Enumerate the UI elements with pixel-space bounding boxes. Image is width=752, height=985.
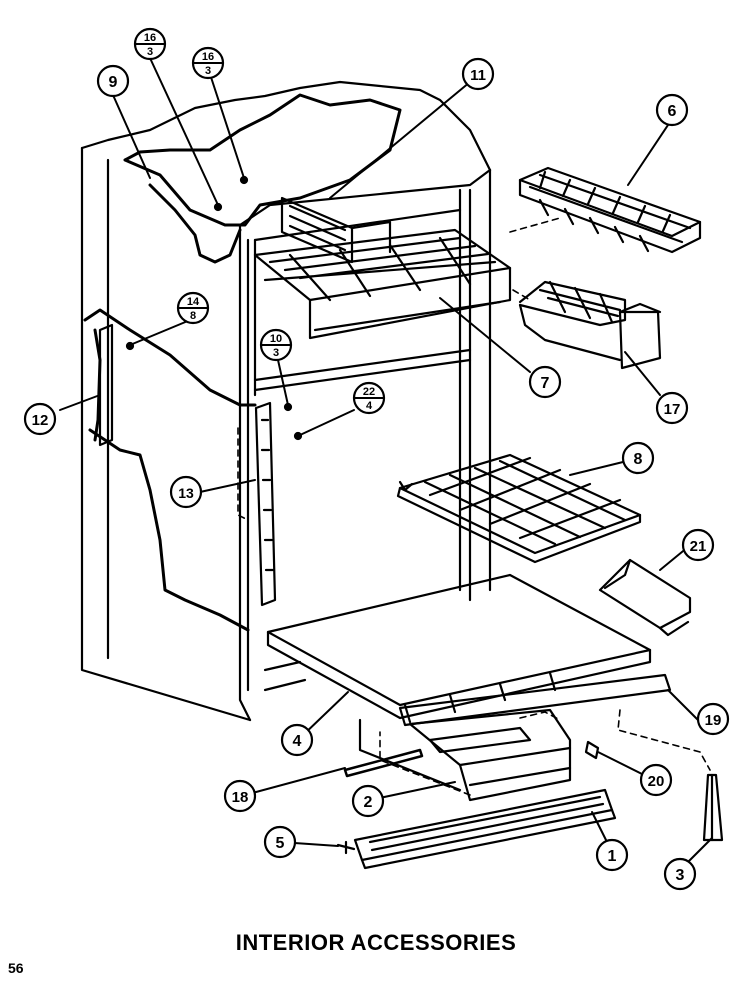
callout-4: 4 [280,723,314,757]
callout-6: 6 [655,93,689,127]
dashed-guides [237,217,711,796]
drawer-slide [343,748,424,778]
callout-20-label: 20 [648,773,665,790]
page-number: 56 [8,960,24,976]
fraction-14-bottom: 8 [190,310,196,322]
fraction-14-top: 14 [187,296,200,308]
callout-8: 8 [621,441,655,475]
ice-bucket [518,280,662,370]
freezer-baffle [280,196,392,264]
fraction-callout-16a: 16 3 [133,27,167,61]
fraction-22-bottom: 4 [366,400,373,412]
fraction-16a-top: 16 [144,32,156,44]
callout-5-label: 5 [276,835,285,852]
callout-1: 1 [595,838,629,872]
callout-20: 20 [639,763,673,797]
callout-11-label: 11 [470,67,486,84]
callout-18: 18 [223,779,257,813]
callout-21-label: 21 [690,538,707,555]
crisper-drawer [358,708,572,802]
callout-5: 5 [263,825,297,859]
callout-9-label: 9 [109,74,118,91]
callout-19: 19 [696,702,730,736]
leader-lines [59,57,713,871]
freezer-shelf [253,228,512,340]
fraction-16a-bottom: 3 [147,46,153,58]
shelf-gutter [598,558,692,637]
bumper [584,740,600,760]
callout-3: 3 [663,857,697,891]
callout-17-label: 17 [664,401,681,418]
callout-6-label: 6 [668,103,677,120]
screw-dots [125,175,303,441]
grille-screw [336,840,356,855]
callout-13-label: 13 [178,485,194,501]
callout-7-label: 7 [541,375,550,392]
callout-19-label: 19 [705,712,722,729]
front-trim [398,673,672,727]
callout-2: 2 [351,784,385,818]
fraction-10-top: 10 [270,333,282,345]
shelf-support-rails [98,323,277,607]
cabinet-outline [80,80,492,722]
fraction-22-top: 22 [363,386,375,398]
crisper-cover [263,573,652,724]
diagram-title: INTERIOR ACCESSORIES [235,930,517,955]
callout-2-label: 2 [364,794,373,811]
callout-4-label: 4 [293,733,302,750]
callout-1-label: 1 [608,848,617,865]
callout-21: 21 [681,528,715,562]
callout-18-label: 18 [232,789,249,806]
callout-3-label: 3 [676,867,685,884]
fresh-food-shelf [396,453,642,564]
callout-7: 7 [528,365,562,399]
callout-12: 12 [23,402,57,436]
fraction-callout-22: 22 4 [352,381,386,415]
callout-12-label: 12 [32,412,49,429]
fraction-callout-16b: 16 3 [191,46,225,80]
ice-tray [518,166,702,254]
callout-9: 9 [96,64,130,98]
leveling-leg [702,773,724,842]
callout-11: 11 [461,57,495,91]
fraction-16b-bottom: 3 [205,65,211,77]
fraction-callout-10: 10 3 [259,328,293,362]
callout-17: 17 [655,391,689,425]
fraction-callout-14: 14 8 [176,291,210,325]
callout-8-label: 8 [634,451,643,468]
callout-13: 13 [169,475,203,509]
base-grille [353,788,617,870]
fraction-10-bottom: 3 [273,347,279,359]
fraction-16b-top: 16 [202,51,214,63]
